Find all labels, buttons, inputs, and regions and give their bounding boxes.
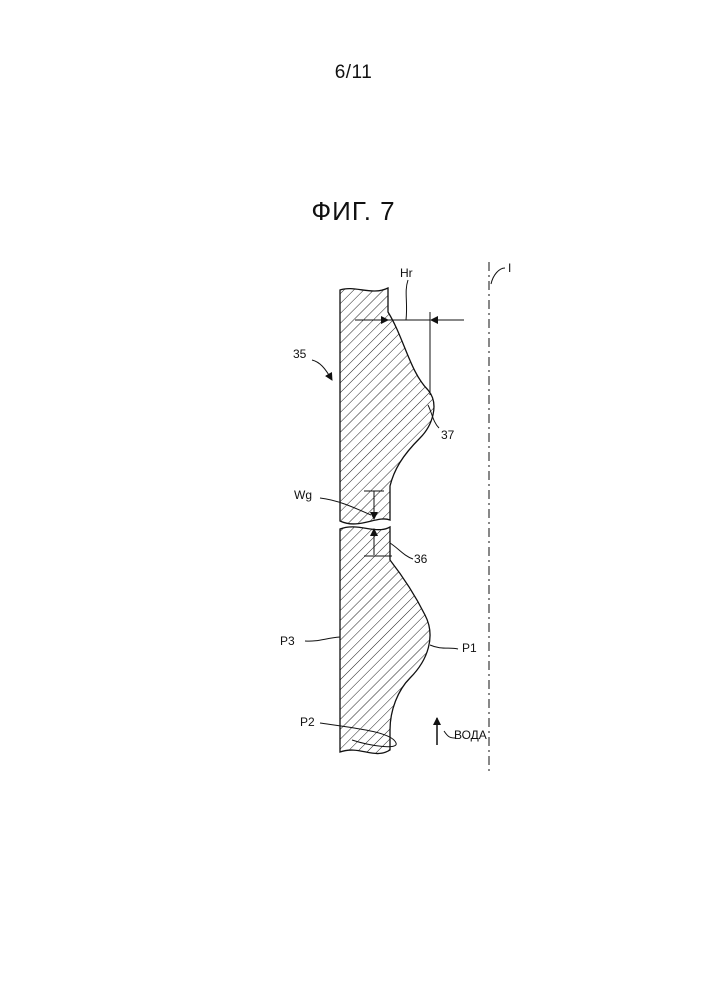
p1-leader — [430, 645, 458, 649]
blade-section-upper — [340, 288, 434, 524]
hr-leader — [406, 280, 408, 320]
p3-leader — [305, 637, 340, 641]
axis-label: I — [508, 261, 511, 275]
wg-label: Wg — [294, 488, 312, 502]
ref-37-label: 37 — [441, 428, 455, 442]
ref-36-leader — [390, 543, 413, 559]
hr-label: Hr — [400, 266, 413, 280]
p3-label: P3 — [280, 634, 295, 648]
flow-label: ВОДА — [454, 728, 487, 742]
p2-label: P2 — [300, 715, 315, 729]
ref-36-label: 36 — [414, 552, 428, 566]
part-35-label: 35 — [293, 347, 307, 361]
part-35-arrow — [312, 360, 332, 380]
axis-leader — [491, 268, 505, 284]
p1-label: P1 — [462, 641, 477, 655]
